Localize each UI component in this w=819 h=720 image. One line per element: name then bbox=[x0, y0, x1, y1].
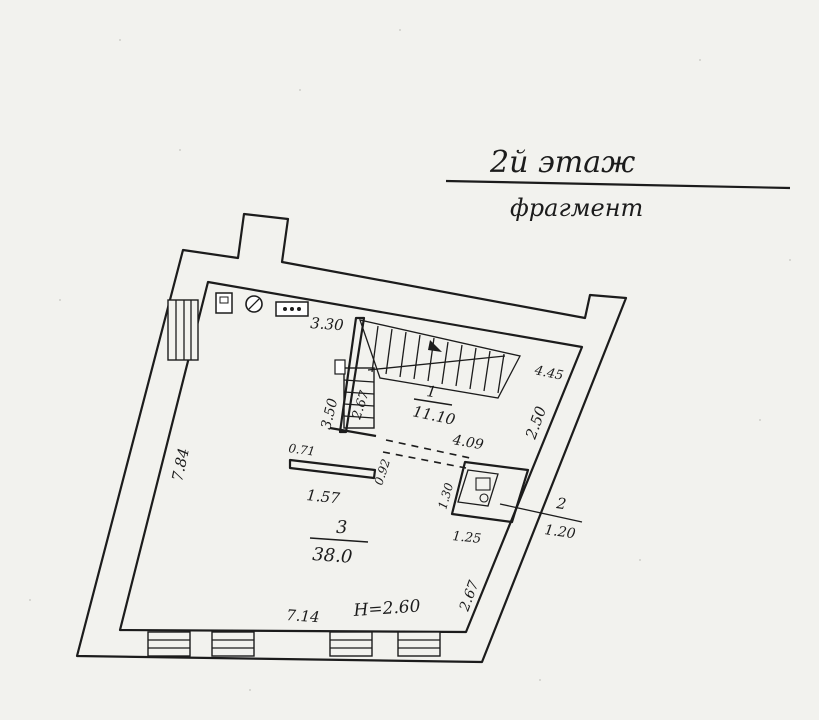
dim-right-wall: 2.67 bbox=[456, 579, 482, 615]
room-3-label: 3 38.0 bbox=[309, 517, 369, 568]
dim-small-a: 0.71 bbox=[288, 441, 316, 459]
room-2-label: 2 1.20 bbox=[543, 494, 576, 542]
floor-title: 2й этаж bbox=[489, 145, 635, 180]
svg-text:3: 3 bbox=[336, 517, 347, 538]
window-bottom-2 bbox=[211, 631, 255, 657]
radiator-icon bbox=[275, 301, 309, 317]
stove-icon bbox=[215, 292, 233, 314]
dim-left-stair: 3.50 bbox=[318, 397, 341, 431]
dimension-labels: 3.30 4.45 2.67 3.50 2.50 4.09 0.71 0.92 … bbox=[168, 314, 564, 626]
svg-text:1.20: 1.20 bbox=[543, 522, 576, 542]
title-underline bbox=[445, 179, 791, 190]
closet bbox=[450, 460, 583, 524]
boiler-icon bbox=[245, 295, 263, 313]
outer-walls bbox=[75, 212, 628, 664]
window-bottom-4 bbox=[397, 631, 441, 657]
stair-lower-flight bbox=[334, 359, 375, 429]
svg-text:38.0: 38.0 bbox=[312, 544, 353, 568]
ceiling-height: H=2.60 bbox=[352, 596, 421, 621]
dim-bottom-left: 1.57 bbox=[306, 486, 342, 507]
staircase-icon bbox=[367, 325, 506, 394]
svg-text:2: 2 bbox=[554, 494, 567, 513]
dim-stair-right: 4.45 bbox=[532, 363, 564, 384]
svg-text:11.10: 11.10 bbox=[411, 402, 457, 429]
window-bottom-1 bbox=[147, 631, 191, 657]
dim-closet-bottom: 1.25 bbox=[452, 529, 482, 547]
window-bottom-3 bbox=[329, 631, 373, 657]
dim-top-wall: 3.30 bbox=[310, 314, 345, 334]
inner-partition bbox=[288, 439, 471, 480]
dim-mid-right: 4.09 bbox=[450, 432, 485, 453]
dim-bottom-wall: 7.14 bbox=[286, 606, 321, 626]
paper-texture bbox=[29, 29, 791, 691]
window-left bbox=[167, 299, 199, 361]
dim-small-b: 0.92 bbox=[372, 457, 394, 487]
floor-subtitle: фрагмент bbox=[510, 194, 643, 222]
dim-left-wall: 7.84 bbox=[168, 446, 193, 482]
svg-text:1: 1 bbox=[425, 382, 437, 401]
room-1-label: 1 11.10 bbox=[411, 382, 457, 429]
